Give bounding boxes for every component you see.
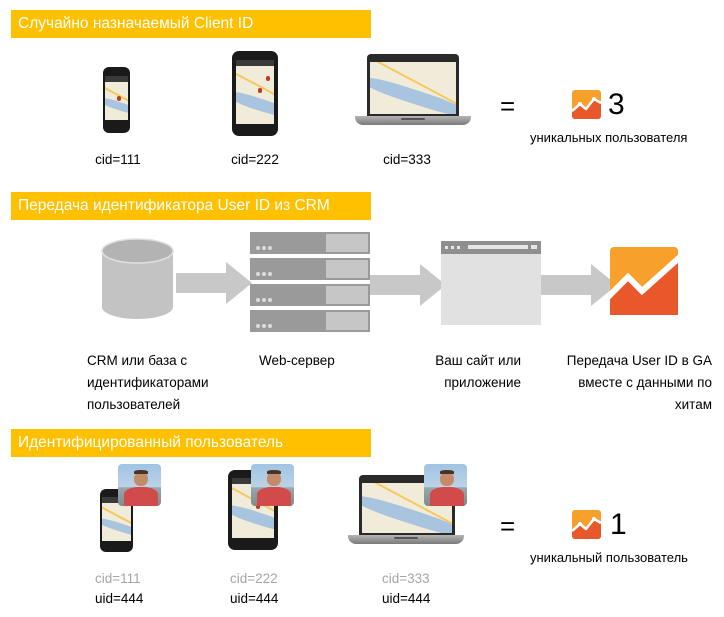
equals-sign: =	[500, 91, 516, 121]
google-analytics-icon	[572, 90, 601, 119]
uid-label-tablet: uid=444	[230, 591, 279, 606]
section-header-crm-transfer: Передача идентификатора User ID из CRM	[11, 192, 371, 220]
label-line: пользователей	[87, 397, 181, 412]
label-line: приложение	[444, 375, 521, 390]
google-analytics-icon	[572, 510, 601, 539]
cid-label-phone: cid=111	[95, 571, 141, 586]
label-line: Web-сервер	[259, 353, 335, 368]
browser-window-icon	[441, 241, 541, 325]
label-line: хитам	[674, 397, 712, 412]
server-icon	[250, 232, 370, 332]
step-label-crm: CRM или база с идентификаторами пользова…	[87, 350, 209, 416]
equals-sign: =	[500, 511, 516, 541]
label-line: вместе с данными по	[578, 375, 712, 390]
section-header-identified-user: Идентифицированный пользователь	[11, 429, 371, 457]
tablet-device-icon	[232, 51, 278, 136]
label-line: идентификаторами	[87, 375, 209, 390]
step-label-web-server: Web-сервер	[259, 350, 335, 372]
section-header-random-client-id: Случайно назначаемый Client ID	[11, 10, 371, 38]
laptop-device-icon	[367, 54, 459, 116]
user-avatar	[424, 464, 467, 506]
cid-label-tablet: cid=222	[230, 571, 278, 586]
label-line: CRM или база с	[87, 353, 188, 368]
cid-label-laptop: cid=333	[383, 152, 431, 167]
cid-label-laptop: cid=333	[382, 571, 430, 586]
arrow-right-icon	[176, 262, 252, 304]
uid-label-laptop: uid=444	[382, 591, 431, 606]
arrow-right-icon	[541, 264, 617, 306]
google-analytics-icon	[610, 247, 678, 315]
laptop-base	[348, 535, 464, 544]
step-label-ga: Передача User ID в GA вместе с данными п…	[550, 350, 712, 416]
database-icon	[101, 238, 174, 319]
cid-label-phone: cid=111	[95, 152, 141, 167]
user-avatar	[118, 464, 161, 506]
uid-label-phone: uid=444	[95, 591, 144, 606]
laptop-base	[355, 116, 471, 125]
label-line: Ваш сайт или	[435, 353, 521, 368]
unique-users-count: 3	[608, 88, 625, 121]
cid-label-tablet: cid=222	[231, 152, 279, 167]
step-label-site: Ваш сайт или приложение	[420, 350, 521, 394]
unique-users-count: 1	[610, 508, 627, 541]
label-line: Передача User ID в GA	[566, 353, 712, 368]
user-avatar	[251, 464, 294, 506]
unique-users-caption: уникальный пользователь	[530, 550, 688, 565]
unique-users-caption: уникальных пользователя	[530, 130, 688, 145]
phone-device-icon	[103, 67, 130, 133]
arrow-right-icon	[370, 264, 446, 306]
